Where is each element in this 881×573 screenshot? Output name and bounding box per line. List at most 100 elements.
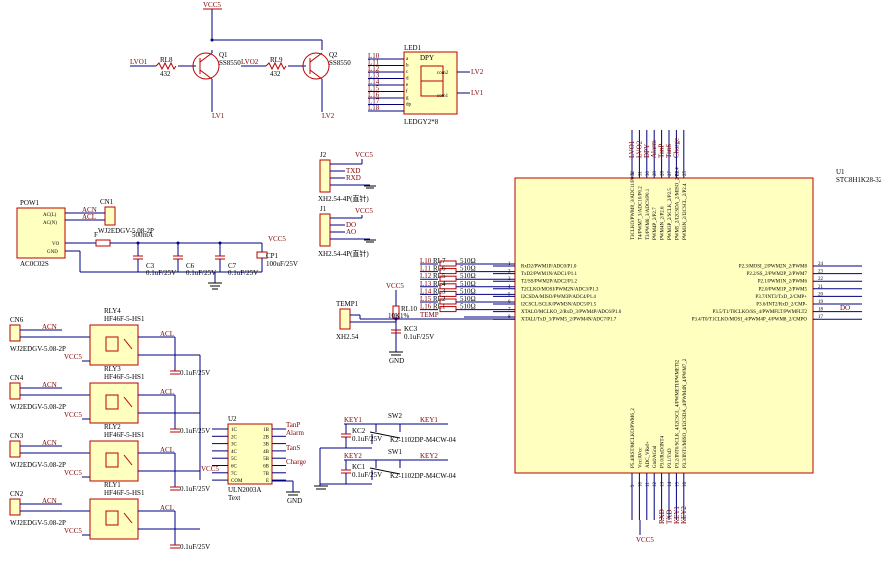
relay-vcc-2: VCC5 xyxy=(64,469,82,477)
u2-vcc: VCC5 xyxy=(201,465,219,473)
u1-lnum-4: 5 xyxy=(508,292,511,297)
j1-net-ao: AO xyxy=(346,228,356,236)
q1-ref: Q1 xyxy=(219,51,228,59)
u2-lpin-4: 5C xyxy=(231,457,238,462)
led-pin-g: g xyxy=(406,96,409,101)
led-dpy-label: DPY xyxy=(420,54,434,62)
res-ref-0: RL7 xyxy=(433,257,446,265)
u1-rpin-7: P3.4/T0/T1CLKO/MOSI_4/PWM4P_4/PWM8_2/CMP… xyxy=(692,318,808,323)
key-cap-ref-1: KC1 xyxy=(352,463,366,471)
relay-acl-3: ACL xyxy=(160,504,174,512)
u1-lpin-7: XTALI/TxD_3/PWM5_2/PWM4N/ADC7/P1.7 xyxy=(521,318,617,323)
u1-rpin-0: P2.3/MOSI_2/PWM2N_2/PWM8 xyxy=(739,265,808,270)
led-pin-e: e xyxy=(406,83,409,88)
res-ref-2: RL5 xyxy=(433,272,446,280)
u1-rnum-2: 22 xyxy=(818,277,824,282)
key-cap-val-0: 0.1uF/25V xyxy=(352,435,382,443)
res-net-6: L16 xyxy=(420,303,432,311)
q2-input-net: LVO2 xyxy=(241,58,259,66)
u2-rpin-3: 4B xyxy=(263,450,270,455)
u1-bnum-1: 10 xyxy=(638,482,643,488)
res-ref-5: RL2 xyxy=(433,295,446,303)
c7-ref: C7 xyxy=(228,262,237,270)
res-net-0: L10 xyxy=(420,257,432,265)
j1-vcc: VCC5 xyxy=(355,207,373,215)
res-val-2: 510Ω xyxy=(460,272,476,280)
cp1-value: 100uF/25V xyxy=(266,260,298,268)
cn1-net-acn: ACN xyxy=(82,206,97,214)
u1-tpin-0: T3CLKO/PWM8_3/ADC11/P0.3 xyxy=(631,172,636,240)
relay-cn-part-1: WJ2EDGV-5.08-2P xyxy=(10,403,66,411)
u1-rnum-5: 19 xyxy=(818,300,824,305)
cap-node-0 xyxy=(136,241,140,245)
u1-tnum-4: 28 xyxy=(661,171,666,177)
key-net-left-1: KEY2 xyxy=(344,452,362,460)
temp-c-ref: KC3 xyxy=(404,325,418,333)
led-net-l17: L17 xyxy=(368,98,380,106)
q2-resistor-ref: RL9 xyxy=(270,56,283,64)
j2-net-rxd: RXD xyxy=(346,174,361,182)
pow-pin-vo: VO xyxy=(52,242,60,247)
j1-connector: J1 VCC5 DO AO XH2.54-4P(直针) xyxy=(318,205,376,258)
u1-lnum-2: 3 xyxy=(508,277,511,282)
u1-tnum-1: 31 xyxy=(638,171,643,177)
cap-node-1 xyxy=(176,241,180,245)
fuse-ref: F xyxy=(94,231,98,239)
relay-body-1 xyxy=(89,382,139,424)
led-part: LEDGY2*8 xyxy=(404,118,439,126)
u1-lnum-0: 1 xyxy=(508,262,511,267)
led-pin-f: f xyxy=(406,90,408,95)
q2-ref: Q2 xyxy=(329,51,338,59)
q2-transistor: LVO2 RL9 432 Q2 SS8550 LV2 xyxy=(241,51,351,120)
u1-rnum-4: 20 xyxy=(818,292,824,297)
relay-cn-0: CN6 xyxy=(10,316,24,324)
u1-tpin-7: PWM3N_2/I2CSCL_2/P2.4 xyxy=(683,183,688,240)
relay-acn-3: ACN xyxy=(42,497,57,505)
q1-output-net: LV1 xyxy=(212,112,225,120)
u2-ref: U2 xyxy=(228,415,237,423)
relay-cap-2: 0.1uF/25V xyxy=(180,485,210,493)
q1-part: SS8550 xyxy=(219,59,241,67)
u1-tnum-2: 30 xyxy=(646,171,651,177)
u2-lpin-1: 2C xyxy=(231,435,238,440)
u1-bnet-3: KEY2 xyxy=(680,506,688,524)
j1-part: XH2.54-4P(直针) xyxy=(318,249,369,258)
u1-lnum-7: 8 xyxy=(508,315,511,320)
led-net-l10: L10 xyxy=(368,52,380,60)
u2-lpin-7: COM xyxy=(231,479,243,484)
q1-resistor-ref: RL8 xyxy=(160,56,173,64)
relay-part-0: HF46F-5-HS1 xyxy=(104,315,145,323)
relay-ref-2: RLY2 xyxy=(104,423,121,431)
relay-ref-3: RLY1 xyxy=(104,481,121,489)
u1-right-net-do: DO xyxy=(840,304,850,312)
led-net-l14: L14 xyxy=(368,78,380,86)
key-cap-ref-0: KC2 xyxy=(352,427,366,435)
u1-lpin-2: T2/SS/PWM2P/ADC2/P1.2 xyxy=(521,280,577,285)
c3-value: 0.1uF/25V xyxy=(146,269,176,277)
cap-node-2 xyxy=(218,241,222,245)
u1-tpin-3: PWM4P_2/P2.7 xyxy=(653,207,658,240)
u2-rpin-4: 5B xyxy=(263,457,270,462)
temp-section: TEMP1 XH2.54 VCC5 RL10 10K1% TEMP KC3 0.… xyxy=(336,282,515,365)
res-net-5: L15 xyxy=(420,295,432,303)
res-ref-1: RL6 xyxy=(433,265,446,273)
u1-rpin-3: P2.0/PWM1P_2/PWM5 xyxy=(759,287,808,292)
u2-body xyxy=(227,423,273,485)
q2-part: SS8550 xyxy=(329,59,351,67)
j2-connector: J2 VCC5 TXD RXD XH2.54-4P(直针) xyxy=(318,151,376,203)
relay-cn-part-0: WJ2EDGV-5.08-2P xyxy=(10,345,66,353)
relay-ref-0: RLY4 xyxy=(104,307,121,315)
u2-net-alarm: Alarm xyxy=(286,429,304,437)
pow-pin-gnd: GND xyxy=(47,250,58,255)
key-sw-0: SW2 xyxy=(388,412,403,420)
relay-cn-body-2 xyxy=(9,440,21,458)
fuse-value: 500mA xyxy=(132,231,153,239)
relay-acl-0: ACL xyxy=(160,330,174,338)
relay-acl-2: ACL xyxy=(160,446,174,454)
relay-vcc-1: VCC5 xyxy=(64,411,82,419)
u1-rnum-6: 18 xyxy=(818,308,824,313)
led-body xyxy=(403,51,458,115)
u1-lpin-1: TxD2/PWM1N/ADC1/P1.1 xyxy=(521,272,577,277)
